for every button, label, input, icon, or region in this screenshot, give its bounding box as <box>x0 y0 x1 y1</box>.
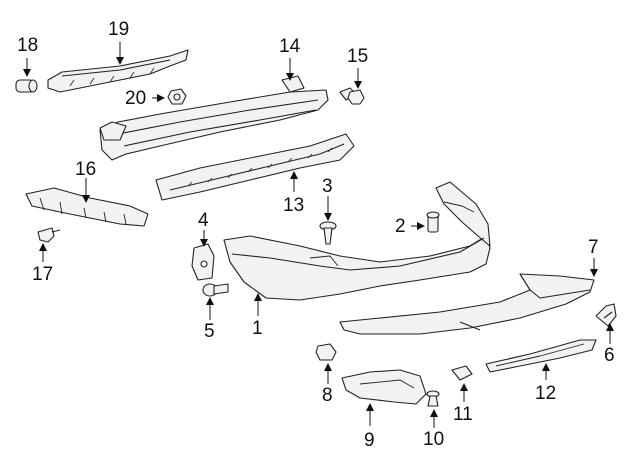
part-9-under-panel <box>341 369 427 405</box>
callout-10: 10 <box>423 429 445 450</box>
callout-2: 2 <box>395 216 406 237</box>
callout-18: 18 <box>17 35 39 56</box>
callout-3: 3 <box>322 176 333 197</box>
callout-7: 7 <box>588 237 599 258</box>
part-15-bolt <box>339 87 365 105</box>
callout-6: 6 <box>604 345 615 366</box>
callout-16: 16 <box>75 159 97 180</box>
part-16-side-bracket <box>25 187 149 227</box>
callout-15: 15 <box>347 46 369 67</box>
part-1-bumper-cover <box>223 181 491 301</box>
part-17-push-clip <box>37 227 61 243</box>
callout-14: 14 <box>279 36 301 57</box>
callout-17: 17 <box>32 264 54 285</box>
callout-11: 11 <box>453 404 473 425</box>
part-3-fastener <box>319 221 337 245</box>
callout-9: 9 <box>364 430 375 451</box>
callout-19: 19 <box>108 19 130 40</box>
part-2-clip <box>426 211 440 233</box>
callout-8: 8 <box>322 385 333 406</box>
part-11-clip <box>451 365 473 381</box>
part-18-clip <box>15 79 38 93</box>
part-13-energy-absorber <box>155 133 355 201</box>
callout-20: 20 <box>125 88 147 109</box>
part-20-nut <box>167 88 187 105</box>
part-7-lower-spoiler <box>339 273 595 335</box>
callout-1: 1 <box>252 318 263 339</box>
callout-12: 12 <box>535 383 557 404</box>
part-4-bracket <box>191 243 215 281</box>
part-14-reinforcement-beam <box>99 75 329 161</box>
part-5-screw <box>202 283 229 297</box>
part-10-push-clip <box>426 390 440 407</box>
callout-4: 4 <box>198 210 209 231</box>
part-6-small-bracket <box>595 303 617 327</box>
callout-13: 13 <box>283 195 305 216</box>
part-12-reflector-strip <box>485 339 597 373</box>
callout-5: 5 <box>204 321 215 342</box>
part-8-clip <box>315 343 337 361</box>
part-19-bracket-strip <box>47 49 189 93</box>
